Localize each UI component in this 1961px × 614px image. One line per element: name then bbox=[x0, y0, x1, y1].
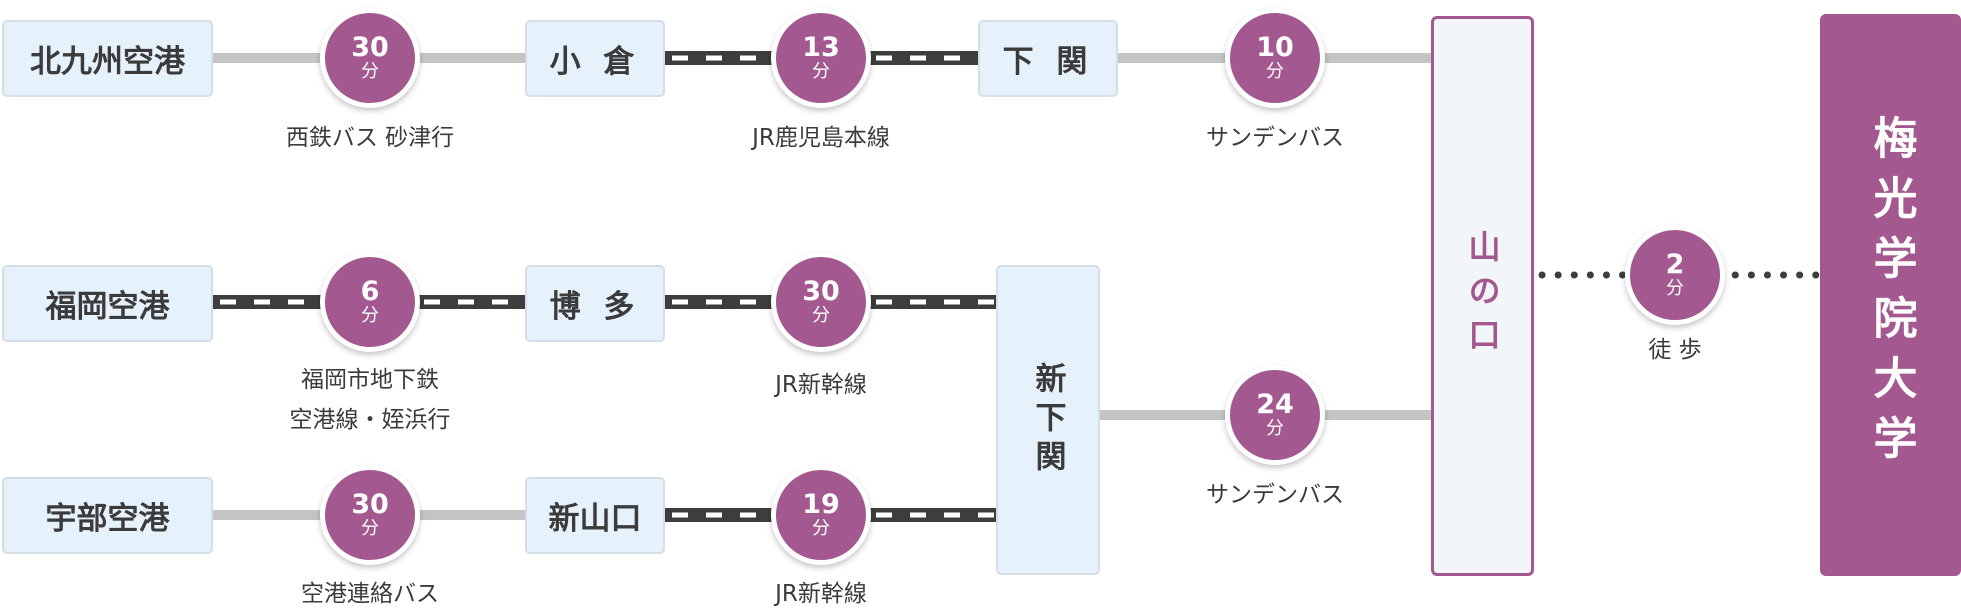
station-kokura: 小 倉 bbox=[525, 20, 665, 97]
minutes: 30 bbox=[351, 32, 389, 63]
station-hakata: 博 多 bbox=[525, 265, 665, 342]
minutes: 2 bbox=[1665, 249, 1685, 280]
minutes-unit: 分 bbox=[1266, 418, 1284, 439]
mode-kokura-shimonoseki: JR鹿児島本線 bbox=[752, 125, 890, 151]
mode-line-2: 空港線・姪浜行 bbox=[289, 407, 451, 433]
mode-ube-shinyamaguchi: 空港連絡バス bbox=[301, 581, 439, 607]
minutes-unit: 分 bbox=[361, 305, 379, 326]
travel-time-shinyamaguchi-shinshimonoseki: 19 分 bbox=[771, 465, 871, 565]
minutes: 10 bbox=[1256, 32, 1294, 63]
minutes-unit: 分 bbox=[361, 518, 379, 539]
origin-ube-airport: 宇部空港 bbox=[2, 477, 213, 554]
mode-fukuoka-hakata: 福岡市地下鉄 空港線・姪浜行 bbox=[290, 360, 451, 440]
minutes: 30 bbox=[802, 276, 840, 307]
mode-shimonoseki-hub: サンデンバス bbox=[1206, 125, 1344, 151]
minutes-unit: 分 bbox=[812, 305, 830, 326]
minutes-unit: 分 bbox=[812, 518, 830, 539]
mode-hub-destination: 徒 歩 bbox=[1648, 337, 1702, 363]
minutes-unit: 分 bbox=[1266, 61, 1284, 82]
mode-kitakyushu-kokura: 西鉄バス 砂津行 bbox=[285, 125, 455, 151]
mode-hakata-shinshimonoseki: JR新幹線 bbox=[775, 372, 867, 398]
minutes-unit: 分 bbox=[361, 61, 379, 82]
mode-line-1: 福岡市地下鉄 bbox=[301, 367, 439, 393]
origin-fukuoka-airport: 福岡空港 bbox=[2, 265, 213, 342]
travel-time-ube-shinyamaguchi: 30 分 bbox=[320, 465, 420, 565]
station-shimonoseki: 下 関 bbox=[978, 20, 1118, 97]
minutes: 30 bbox=[351, 489, 389, 520]
mode-shinshimonoseki-hub: サンデンバス bbox=[1206, 482, 1344, 508]
station-shinyamaguchi: 新山口 bbox=[525, 477, 665, 554]
travel-time-hub-destination: 2 分 bbox=[1625, 225, 1725, 325]
travel-time-shinshimonoseki-hub: 24 分 bbox=[1225, 365, 1325, 465]
travel-time-hakata-shinshimonoseki: 30 分 bbox=[771, 252, 871, 352]
station-yamanokuchi: 山の口 bbox=[1431, 16, 1534, 576]
minutes: 24 bbox=[1256, 389, 1294, 420]
minutes: 13 bbox=[802, 32, 840, 63]
station-shinshimonoseki: 新下関 bbox=[996, 265, 1100, 575]
mode-shinyamaguchi-shinshimonoseki: JR新幹線 bbox=[775, 581, 867, 607]
minutes: 6 bbox=[360, 276, 380, 307]
travel-time-shimonoseki-hub: 10 分 bbox=[1225, 8, 1325, 108]
travel-time-fukuoka-hakata: 6 分 bbox=[320, 252, 420, 352]
minutes-unit: 分 bbox=[1666, 278, 1684, 299]
minutes-unit: 分 bbox=[812, 61, 830, 82]
travel-time-kitakyushu-kokura: 30 分 bbox=[320, 8, 420, 108]
travel-time-kokura-shimonoseki: 13 分 bbox=[771, 8, 871, 108]
origin-kitakyushu-airport: 北九州空港 bbox=[2, 20, 213, 97]
destination-baiko-gakuin-university: 梅光学院大学 bbox=[1820, 14, 1961, 576]
minutes: 19 bbox=[802, 489, 840, 520]
